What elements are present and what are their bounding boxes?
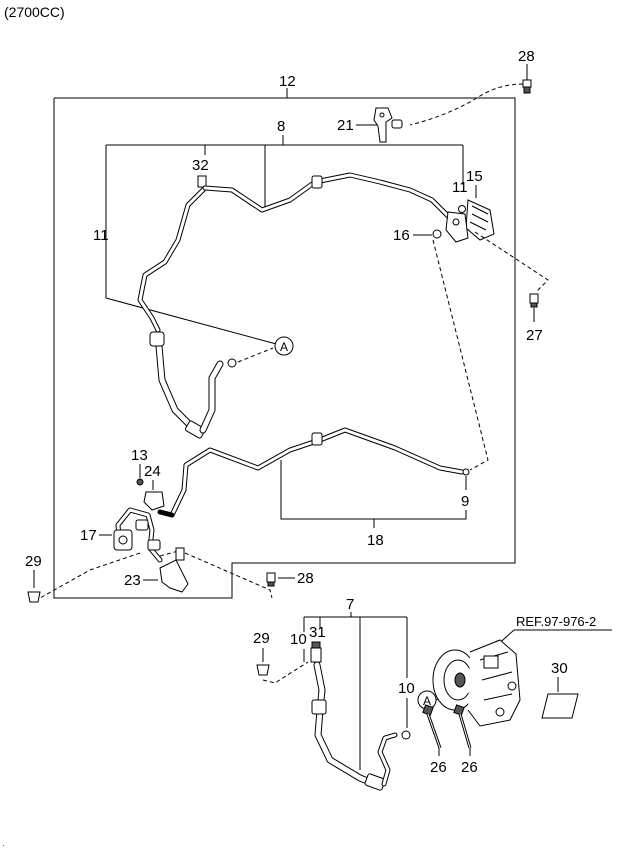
callout-21: 21 — [337, 117, 354, 134]
bolt-icon — [422, 704, 442, 749]
reference-label: REF.97-976-2 — [516, 614, 596, 629]
nut-icon — [27, 591, 41, 603]
block-fitting-icon — [445, 211, 469, 243]
callout-26-right: 26 — [461, 759, 478, 776]
callout-8: 8 — [277, 118, 285, 135]
callout-10-left: 10 — [290, 631, 307, 648]
compressor-icon — [432, 639, 521, 727]
callout-24: 24 — [144, 463, 161, 480]
bolt-icon — [266, 572, 276, 587]
callout-28-top: 28 — [518, 48, 535, 65]
bracket-icon — [373, 107, 403, 143]
assembly-outline-12 — [53, 97, 516, 599]
callout-16: 16 — [393, 227, 410, 244]
hose-clamp-icon — [311, 175, 323, 189]
callout-27: 27 — [526, 327, 543, 344]
callout-12: 12 — [279, 73, 296, 90]
o-ring-icon — [458, 205, 466, 213]
engine-variant-label: (2700CC) — [4, 4, 65, 20]
o-ring-icon — [462, 468, 470, 476]
callout-28-bottom: 28 — [297, 570, 314, 587]
receiver-drier-icon — [465, 199, 495, 241]
hose-clamp-icon — [311, 432, 323, 446]
callout-17: 17 — [80, 527, 97, 544]
bolt-icon — [522, 79, 532, 94]
callout-30: 30 — [551, 660, 568, 677]
nut-icon — [136, 478, 144, 486]
service-port-icon — [310, 641, 322, 663]
callout-26-left: 26 — [430, 759, 447, 776]
expansion-valve-fitting-icon — [113, 519, 161, 551]
callout-29-bottom: 29 — [253, 630, 270, 647]
svg-text:A: A — [280, 340, 288, 354]
callout-9: 9 — [461, 493, 469, 510]
label-sticker-icon — [541, 693, 579, 719]
o-ring-icon — [401, 730, 411, 740]
callout-32: 32 — [192, 157, 209, 174]
bracket-icon — [143, 491, 165, 511]
callout-18: 18 — [367, 532, 384, 549]
callout-11-right: 11 — [452, 179, 468, 196]
callout-29-left: 29 — [25, 553, 42, 570]
callout-13: 13 — [131, 447, 148, 464]
bolt-icon — [529, 293, 539, 308]
connection-marker-a-top: A — [274, 336, 294, 356]
callout-7: 7 — [346, 596, 354, 613]
bracket-icon — [159, 547, 189, 593]
callout-23: 23 — [124, 572, 141, 589]
svg-text:A: A — [423, 694, 431, 708]
o-ring-icon — [432, 229, 442, 239]
callout-11-left: 11 — [93, 227, 109, 244]
svg-text:·: · — [2, 841, 5, 848]
callout-15: 15 — [466, 168, 483, 185]
service-cap-icon — [197, 175, 207, 188]
callout-31: 31 — [309, 624, 326, 641]
bolt-icon — [453, 704, 472, 749]
o-ring-icon — [227, 358, 237, 368]
nut-icon — [256, 664, 270, 676]
callout-10-right: 10 — [398, 680, 415, 697]
